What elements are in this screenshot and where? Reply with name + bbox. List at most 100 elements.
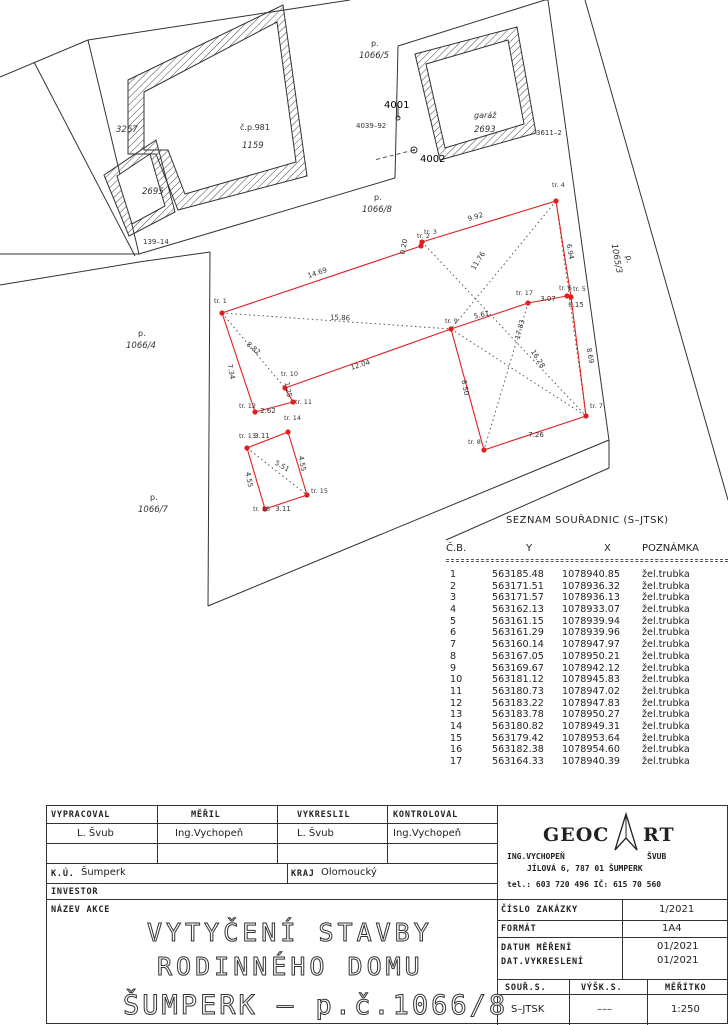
parcel-label: 2693 <box>474 125 496 135</box>
stake-point-7 <box>583 413 589 419</box>
cell-x: 1078933.07 <box>562 604 620 616</box>
cell-x: 1078942.12 <box>562 662 620 674</box>
value-dat-vykresleni: 01/2021 <box>657 955 699 966</box>
label-investor: INVESTOR <box>51 887 99 897</box>
parcel-prefix: p. <box>371 39 379 48</box>
cell-x: 1078949.31 <box>562 720 620 732</box>
label-sour: SOUŘ.S. <box>505 983 547 993</box>
cell-y: 563161.29 <box>492 627 544 639</box>
cell-y: 563161.15 <box>492 615 544 627</box>
cell-note: žel.trubka <box>642 720 690 732</box>
stake-label-13: tr. 13 <box>239 432 256 440</box>
cell-note: žel.trubka <box>642 604 690 616</box>
col-header-note: POZNÁMKA <box>642 543 699 554</box>
stake-point-5 <box>568 294 574 300</box>
value-meril: Ing.Vychopeň <box>175 828 244 839</box>
stake-label-15: tr. 15 <box>311 487 328 495</box>
diagonal-line <box>421 241 587 417</box>
stake-point-13 <box>244 445 250 451</box>
stake-label-6: tr. 6 <box>559 284 572 292</box>
measure-label: 6.94 <box>565 243 576 260</box>
stake-label-11: tr. 11 <box>295 398 312 406</box>
company-name-2: ŠVUB <box>647 852 667 861</box>
diagonal-line <box>450 200 557 330</box>
cell-number: 17 <box>450 756 463 767</box>
cell-note: žel.trubka <box>642 744 690 756</box>
measure-label: 16.28 <box>529 348 546 369</box>
stake-label-9: tr. 9 <box>445 317 458 325</box>
cell-x: 1078947.97 <box>562 639 620 651</box>
measure-label: 4.55 <box>244 471 255 488</box>
measure-label: 5.61 <box>473 310 490 321</box>
diagonal-line <box>246 447 308 496</box>
stake-label-7: tr. 7 <box>590 402 603 410</box>
measure-label: 12.04 <box>350 358 372 372</box>
value-ku: Šumperk <box>81 867 126 878</box>
cell-number: 4 <box>450 604 457 616</box>
cell-number: 16 <box>450 744 463 756</box>
cell-y: 563171.57 <box>492 592 544 604</box>
stakeout-line <box>246 431 308 510</box>
cell-y: 563171.51 <box>492 580 544 592</box>
diagonal-line <box>483 302 529 451</box>
measure-label: 5.51 <box>273 459 291 474</box>
house-number-label: 1159 <box>242 141 264 151</box>
measure-label: 4.55 <box>297 455 308 472</box>
cell-note: žel.trubka <box>642 685 690 697</box>
measure-label: 7.34 <box>226 363 237 380</box>
cell-y: 563181.12 <box>492 674 544 686</box>
divider <box>446 559 728 560</box>
label-ku: K.Ú. <box>51 869 75 879</box>
value-datum-mereni: 01/2021 <box>657 941 699 952</box>
coordinate-list-title: SEZNAM SOUŘADNIC (S–JTSK) <box>506 515 669 526</box>
divider <box>446 561 728 562</box>
cell-y: 563183.78 <box>492 709 544 721</box>
house-cp-label: č.p.981 <box>240 122 270 132</box>
value-zakazka: 1/2021 <box>659 904 695 915</box>
stakeout-line <box>221 200 572 413</box>
measure-label: 8.69 <box>585 347 596 364</box>
garage-building <box>414 26 537 161</box>
cell-y: 563185.48 <box>492 569 544 580</box>
parcel-prefix: p. <box>624 255 634 264</box>
reference-label: 4039–92 <box>356 122 386 130</box>
cell-y: 563180.73 <box>492 685 544 697</box>
cell-x: 1078954.60 <box>562 744 620 756</box>
stake-point-1 <box>219 310 225 316</box>
cell-x: 1078947.83 <box>562 697 620 709</box>
stake-label-5: tr. 5 <box>573 285 586 293</box>
label-datum-mereni: DATUM MĚŘENÍ <box>501 943 573 953</box>
title-block: VYPRACOVAL MĚŘIL VYKRESLIL KONTROLOVAL L… <box>46 805 728 1025</box>
col-header-y: Y <box>526 543 533 554</box>
label-format: FORMÁT <box>501 924 537 934</box>
cell-x: 1078936.13 <box>562 592 620 604</box>
cell-x: 1078940.85 <box>562 569 620 580</box>
stake-point-10 <box>282 385 288 391</box>
stake-point-17 <box>525 300 531 306</box>
cell-y: 563164.33 <box>492 756 544 767</box>
coordinate-list-header: Č.B. Y X POZNÁMKA <box>446 543 728 557</box>
cell-x: 1078950.27 <box>562 709 620 721</box>
parcel-prefix: p. <box>138 329 146 338</box>
cell-x: 1078939.94 <box>562 615 620 627</box>
stake-point-8 <box>481 447 487 453</box>
cell-number: 7 <box>450 639 457 651</box>
reference-label: 139–14 <box>143 238 169 246</box>
cell-note: žel.trubka <box>642 697 690 709</box>
value-sour: S–JTSK <box>511 1004 545 1015</box>
measure-label: 17.83 <box>514 319 527 340</box>
value-vykreslil: L. Švub <box>297 828 334 839</box>
cell-number: 15 <box>450 732 463 744</box>
